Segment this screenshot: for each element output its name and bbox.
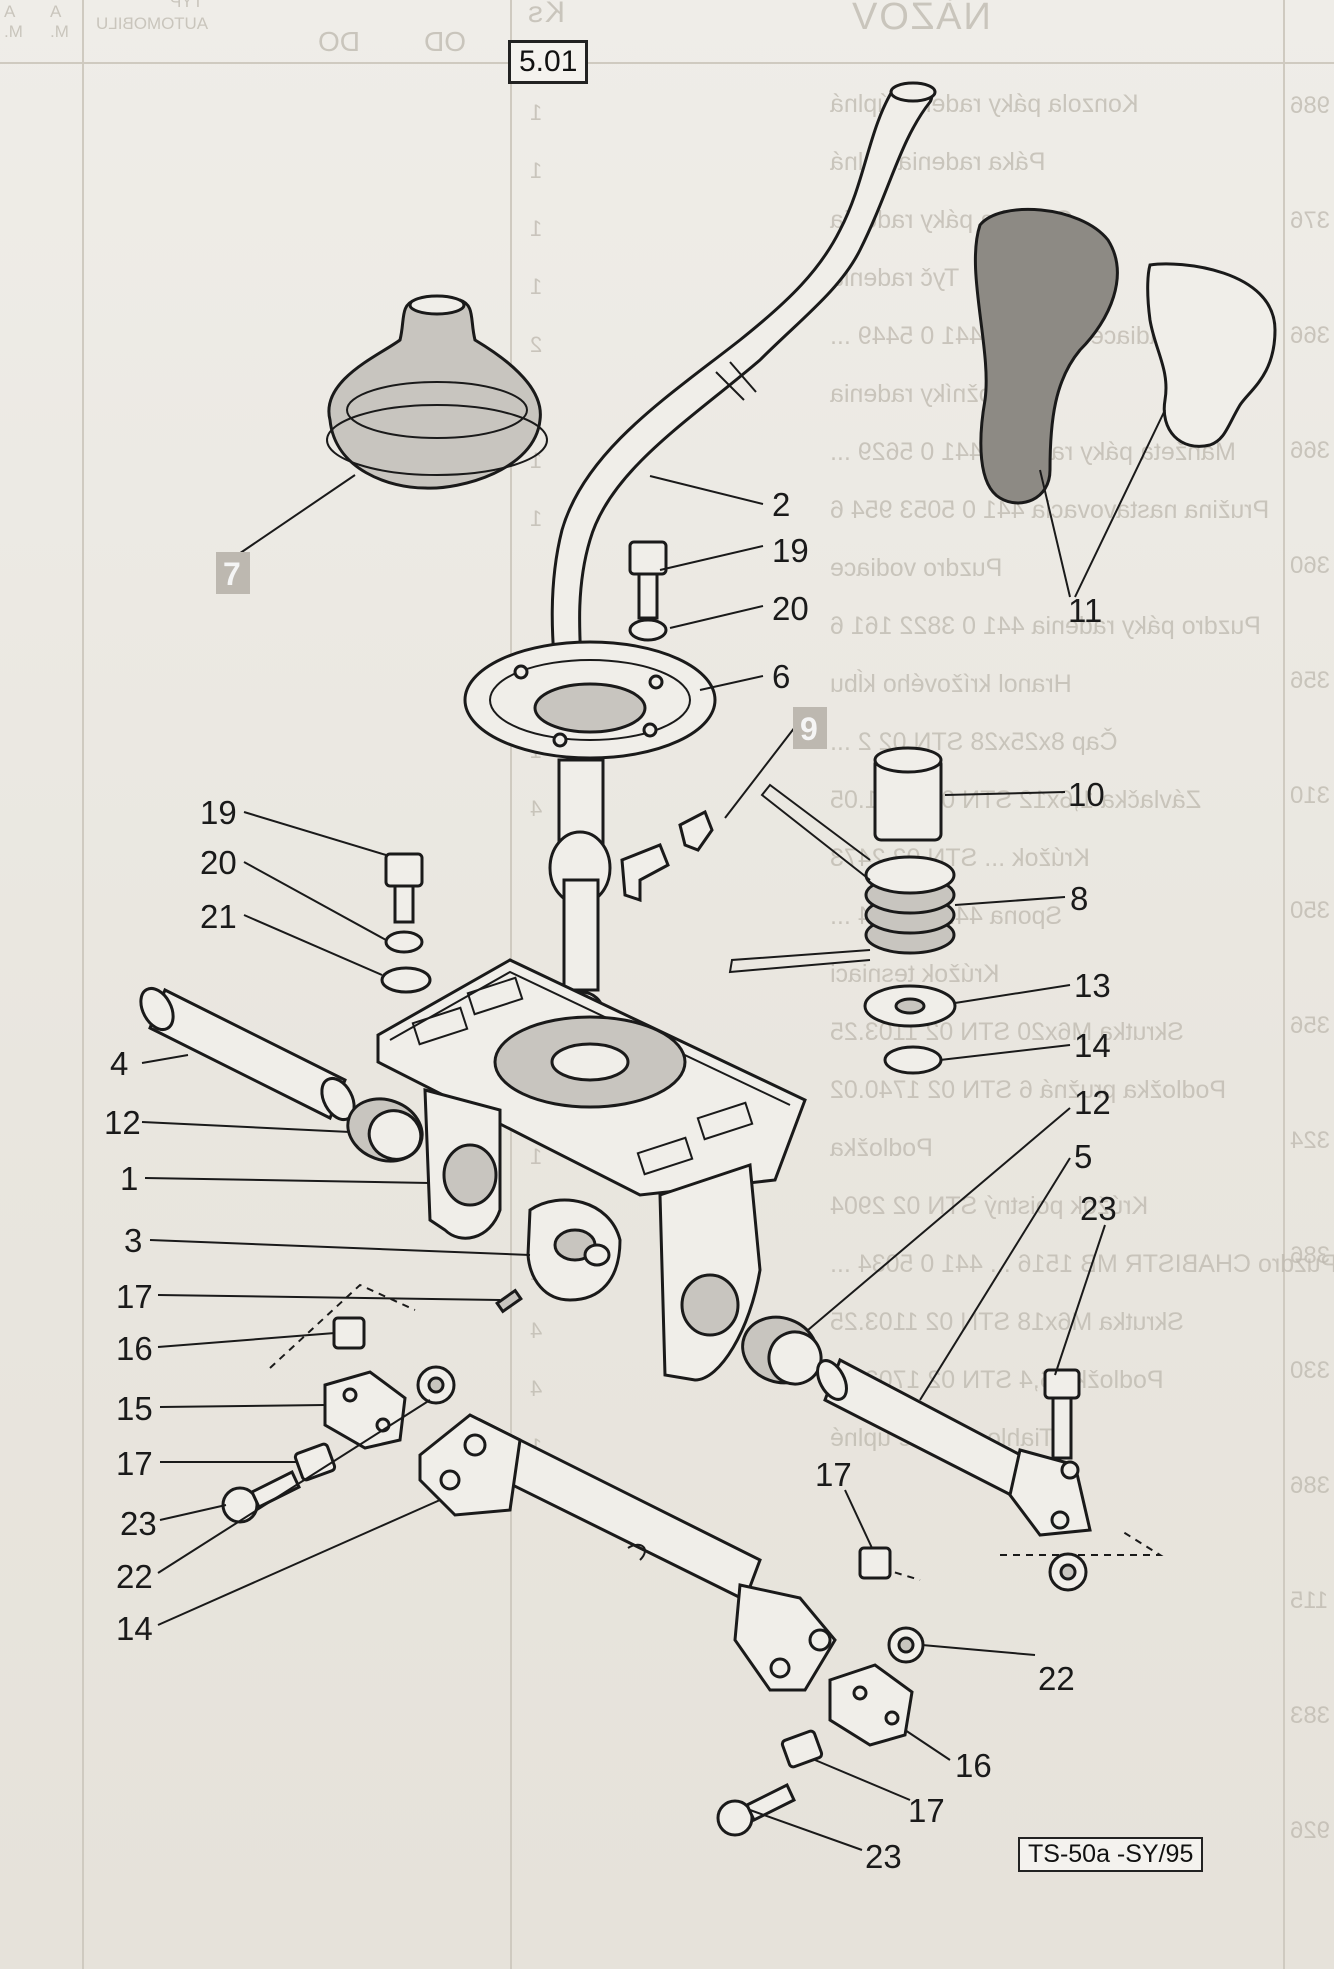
callout-2: 2 [772, 486, 790, 523]
callout-16-right: 16 [955, 1747, 992, 1784]
callout-19-top: 19 [772, 532, 809, 569]
spring [728, 783, 956, 974]
callout-12-left: 12 [104, 1104, 141, 1141]
assembly-guide [1000, 1529, 1164, 1556]
tube [139, 986, 356, 1122]
callout-8: 8 [1070, 880, 1088, 917]
nut [897, 1636, 915, 1654]
callout-1: 1 [120, 1160, 138, 1197]
callout-22-right: 22 [1038, 1660, 1075, 1697]
callout-4: 4 [110, 1045, 128, 1082]
bolt [384, 852, 424, 924]
pin [495, 1288, 523, 1314]
callout-17-a: 16 [116, 1330, 153, 1367]
drawing-ref-code: TS-50a -SY/95 [1018, 1837, 1204, 1872]
callout-9-box [793, 707, 827, 749]
callout-10: 10 [1068, 776, 1105, 813]
callout-22-left: 22 [116, 1558, 153, 1595]
callout-13: 13 [1074, 967, 1111, 1004]
callout-5: 5 [1074, 1138, 1092, 1175]
bleed-rule [1283, 0, 1285, 1969]
bolt [716, 1782, 796, 1837]
shift-boot [326, 294, 548, 490]
cross-block [828, 1663, 914, 1747]
callout-17-b: 17 [116, 1445, 153, 1482]
callout-7: 7 [223, 556, 241, 592]
callout-17-c: 17 [815, 1456, 852, 1493]
callout-20-top: 20 [772, 590, 809, 627]
washer [894, 997, 926, 1015]
callout-12-right: 12 [1074, 1084, 1111, 1121]
rod [816, 1357, 1092, 1537]
washer [628, 618, 668, 642]
callout-16-left: 15 [116, 1390, 153, 1427]
callout-9: 9 [800, 711, 818, 747]
callout-6: 6 [772, 658, 790, 695]
callout-17-d: 17 [908, 1792, 945, 1829]
callout-18: 17 [116, 1278, 153, 1315]
bleed-rule [82, 0, 84, 1969]
lever-plate [463, 640, 717, 760]
assembly-guide [869, 1564, 921, 1581]
shift-rod [418, 1413, 837, 1692]
callout-20-left: 20 [200, 844, 237, 881]
sleeve [332, 1316, 366, 1350]
callout-19-left: 19 [200, 794, 237, 831]
sleeve [293, 1442, 337, 1482]
bushing [346, 1097, 424, 1163]
callout-23-bottom: 23 [865, 1838, 902, 1875]
sleeve [858, 1546, 892, 1580]
gear-knob [973, 207, 1277, 505]
callout-23-right: 23 [1080, 1190, 1117, 1227]
washer [384, 930, 424, 954]
guide-bushing [873, 746, 943, 842]
shift-lever [548, 81, 937, 1034]
washer [380, 966, 432, 994]
callout-14: 14 [1074, 1027, 1111, 1064]
circlip [883, 1045, 943, 1075]
sheet-id: 5.01 [508, 40, 589, 84]
sleeve [780, 1729, 824, 1769]
bolt [628, 540, 668, 620]
callout-7-box [216, 552, 250, 594]
callout-23-left: 23 [120, 1505, 157, 1542]
leader-lines [141, 409, 1166, 1851]
nut [427, 1376, 445, 1394]
nut [1059, 1563, 1077, 1581]
callout-21: 21 [200, 898, 237, 935]
console [376, 958, 807, 1382]
bracket [526, 1198, 622, 1302]
bolt [1043, 1368, 1081, 1460]
clip [620, 809, 714, 903]
assembly-guide [269, 1283, 416, 1369]
bolt [221, 1469, 301, 1524]
callout-11: 11 [1068, 592, 1102, 629]
bleed-rule [0, 62, 1334, 64]
cross-block [323, 1370, 407, 1450]
callout-3: 3 [124, 1222, 142, 1259]
callout-15: 14 [116, 1610, 153, 1647]
